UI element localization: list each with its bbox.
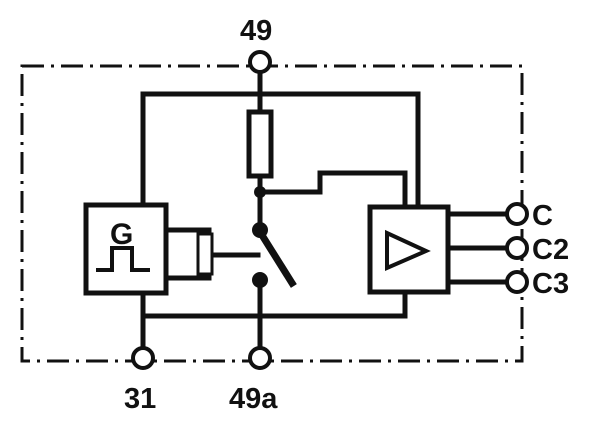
terminal-c2	[505, 236, 529, 260]
terminal-c3	[505, 270, 529, 294]
generator-block: G	[83, 202, 169, 296]
label-c: C	[532, 200, 553, 232]
triangle-amplifier-icon	[385, 229, 431, 272]
terminal-c	[505, 202, 529, 226]
resistor	[246, 109, 274, 179]
enclosure-boundary	[20, 64, 524, 363]
label-c2: C2	[532, 234, 569, 266]
wiring	[140, 69, 513, 353]
pulse-waveform-icon	[96, 246, 150, 272]
label-49a: 49a	[229, 383, 278, 415]
generator-label: G	[110, 218, 133, 251]
switch-contacts	[252, 186, 297, 288]
terminal-49a	[248, 346, 272, 370]
label-49: 49	[240, 15, 272, 47]
coupling-element	[163, 227, 214, 281]
label-31: 31	[124, 383, 156, 415]
amplifier-block	[367, 204, 451, 295]
label-c3: C3	[532, 268, 569, 300]
terminal-49	[248, 50, 272, 74]
terminals	[131, 50, 529, 370]
terminal-31	[131, 346, 155, 370]
terminal-labels: 49 31 49a C C2 C3	[124, 15, 569, 415]
